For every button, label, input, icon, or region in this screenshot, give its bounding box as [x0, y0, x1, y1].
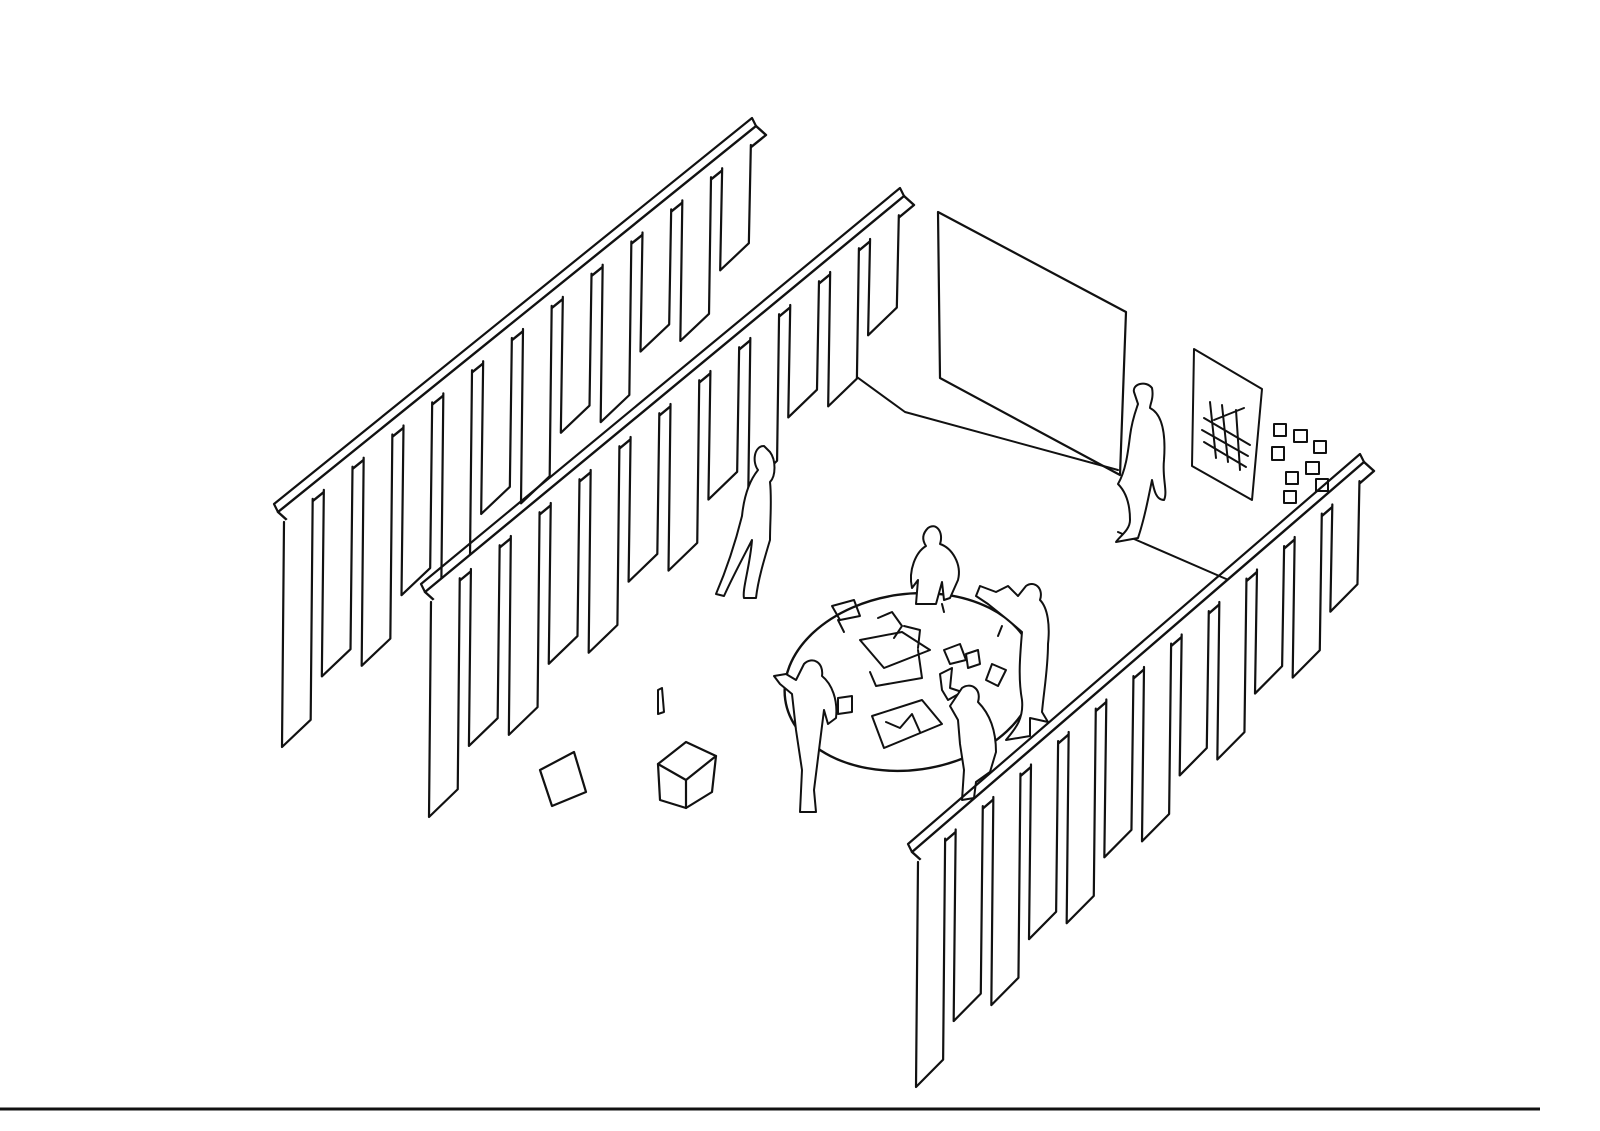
wall-a-panel: [360, 433, 394, 667]
wall-b-cap-beam: [423, 194, 916, 603]
person-table-left: [773, 659, 838, 813]
curtain-wall-middle: [419, 186, 916, 819]
wall-c-panel: [1065, 707, 1097, 925]
wall-c-panel: [990, 772, 1022, 1007]
wall-c-panel: [1140, 642, 1173, 843]
floor-cube: [656, 740, 718, 810]
wall-c-cap-beam: [910, 460, 1376, 863]
wall-a-panel: [320, 465, 354, 678]
person-table-front: [949, 684, 997, 801]
wall-b-panel: [787, 280, 821, 419]
person-table-back: [910, 525, 960, 605]
person-standing-left: [715, 445, 776, 599]
wall-c-panel: [914, 837, 947, 1089]
wall-a-panel: [679, 176, 713, 343]
wall-c-panel: [1253, 545, 1286, 695]
wall-b-panel: [667, 379, 701, 572]
wall-c-panel: [1291, 512, 1323, 679]
wall-a-panel: [639, 208, 673, 353]
wall-b-panel: [587, 445, 621, 654]
wall-b-panel: [627, 412, 661, 583]
floor-small-marker: [657, 687, 665, 715]
table-models: [831, 599, 1007, 749]
wall-poster: [1191, 348, 1263, 501]
wall-a-panel: [559, 272, 593, 434]
wall-b-panel: [427, 577, 461, 819]
wall-c-panel: [952, 805, 984, 1023]
wall-b-panel: [707, 346, 741, 501]
wall-a-cap-top: [272, 116, 757, 513]
curtain-wall-front-right: [906, 452, 1376, 1089]
wall-c-panel: [1027, 740, 1060, 941]
wall-a-panel: [599, 240, 633, 424]
wall-c-cap-top: [906, 452, 1365, 853]
floor-sheet: [538, 750, 588, 808]
wall-b-panel: [827, 247, 861, 408]
wall-a-cap-beam: [276, 124, 768, 523]
wall-b-cap-top: [419, 186, 905, 593]
wall-c-panel: [1178, 610, 1210, 777]
wall-c-panel: [1329, 480, 1361, 613]
wall-b-panel: [866, 214, 900, 337]
wall-a-panel: [440, 369, 474, 586]
wall-a-panel: [519, 304, 553, 505]
wall-a-panel: [400, 401, 434, 597]
person-standing-screen: [1115, 382, 1167, 543]
wall-b-panel: [507, 511, 541, 736]
curtain-wall-back-left: [272, 116, 768, 749]
sticky-notes: [1271, 423, 1329, 504]
wall-b-panel: [547, 478, 581, 665]
wall-a-panel: [480, 336, 513, 516]
wall-c-panel: [1216, 577, 1248, 761]
wall-b-panel: [467, 544, 501, 748]
wall-c-panel: [1103, 675, 1135, 859]
projection-screen: [936, 210, 1128, 477]
wall-a-panel: [280, 497, 314, 749]
wall-a-panel: [719, 143, 752, 272]
